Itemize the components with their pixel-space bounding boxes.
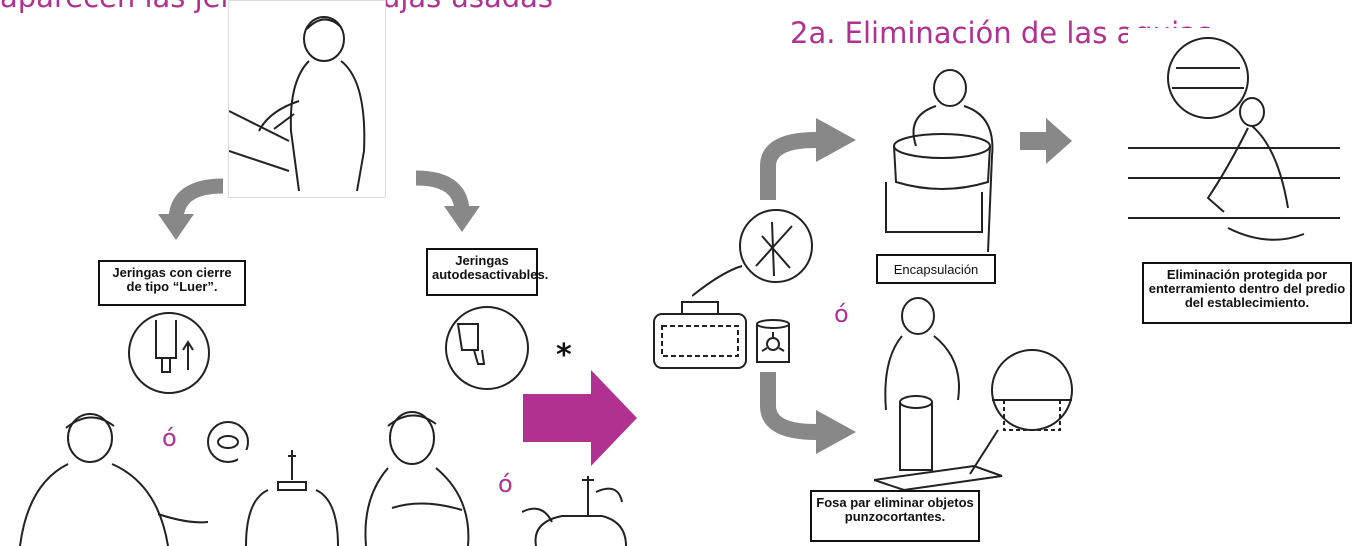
- sharps-box: [652, 300, 748, 370]
- arrow-down-right: [760, 372, 856, 454]
- label-eliminacion: Eliminación protegida por enterramiento …: [1142, 262, 1352, 324]
- label-auto: Jeringas autodesactivables.: [426, 248, 548, 296]
- encapsulation-illustration: [876, 66, 1014, 252]
- worker-illustration-left: [8, 404, 212, 546]
- luer-syringe-circle: [126, 310, 212, 396]
- fosa-illustration: [874, 290, 1074, 490]
- arrow-left-down: [158, 178, 224, 240]
- arrow-right-straight: [1020, 118, 1072, 164]
- asterisk-mark: *: [556, 338, 572, 373]
- auto-syringe-circle: [444, 304, 530, 392]
- arrow-up-right: [760, 118, 856, 200]
- biohazard-can: [754, 318, 792, 366]
- burial-illustration: [1128, 28, 1340, 256]
- or-mark-3: ó: [834, 300, 849, 328]
- disposal-bottle: [238, 450, 342, 546]
- or-mark-1: ó: [162, 424, 177, 452]
- worker-illustration-middle: [352, 398, 516, 546]
- label-encapsulacion: Encapsulación: [876, 254, 996, 284]
- arrow-right-down: [415, 170, 480, 232]
- needle-container: [522, 472, 640, 546]
- main-flow-arrow: [523, 370, 637, 466]
- sharps-lens: [692, 196, 816, 302]
- vaccination-illustration: [228, 0, 386, 198]
- or-mark-2: ó: [498, 470, 513, 498]
- label-luer: Jeringas con cierre de tipo “Luer”.: [98, 260, 246, 306]
- label-fosa: Fosa par eliminar objetos punzocortantes…: [810, 490, 980, 542]
